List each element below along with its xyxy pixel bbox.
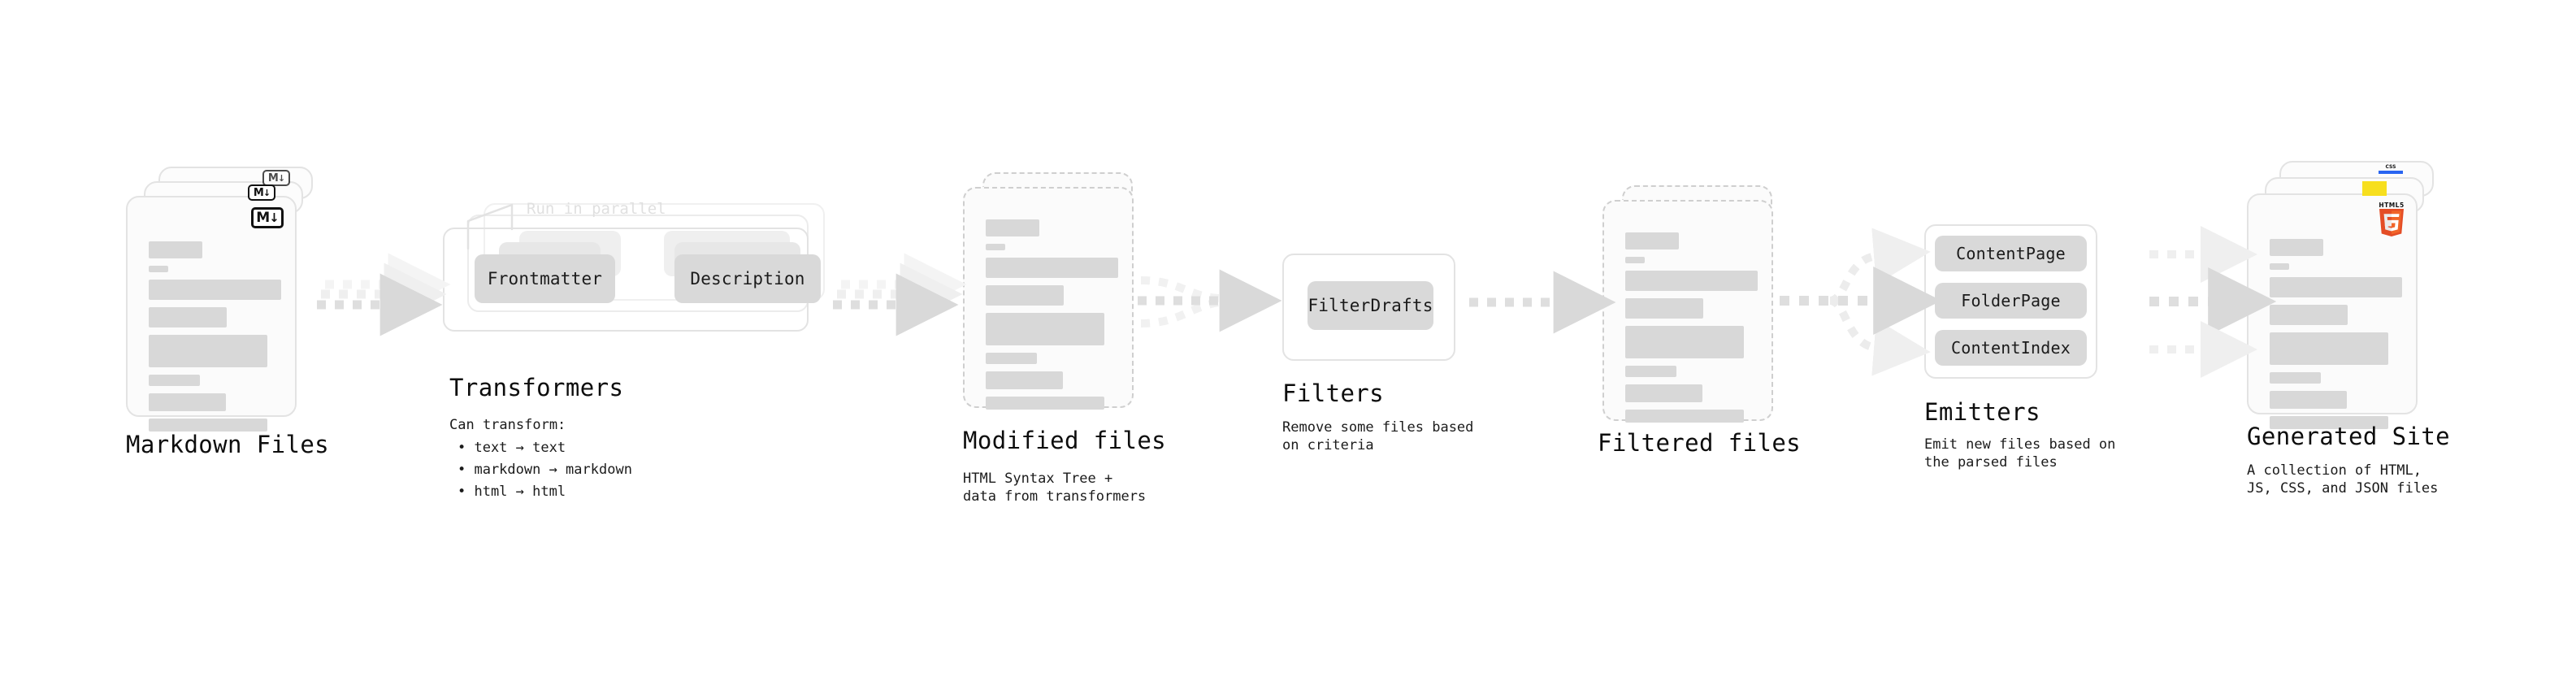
document-placeholder-lines [986,219,1118,410]
stage-title-emitters: Emitters [1924,398,2040,426]
emitter-box-folderpage[interactable]: FolderPage [1935,283,2087,319]
connector-transformers-to-modified [833,253,967,336]
transformer-bullet-0: • text → text [458,440,566,456]
document-card-front: HTML5 [2247,193,2418,429]
stage-subtitle-transformers: Can transform: [449,417,566,433]
stage-title-transformers: Transformers [449,374,624,401]
stage-title-modified-files: Modified files [963,427,1167,454]
emitter-box-contentindex[interactable]: ContentIndex [1935,330,2087,366]
stage-subtitle-emitters: Emit new files based on the parsed files [1924,436,2116,471]
stage-modified-files [963,172,1142,416]
markdown-badge-back-2: M↓ [262,170,290,186]
stage-subtitle-filters: Remove some files based on criteria [1282,419,1474,453]
transformer-box-description[interactable]: Description [674,254,821,303]
css-icon: CSS [2379,164,2403,176]
html5-icon-label: HTML5 [2379,202,2405,209]
css-icon-bar [2379,171,2403,174]
html5-icon: HTML5 [2378,202,2405,236]
connector-emitters-to-site [2149,226,2277,378]
document-placeholder-lines [149,241,281,432]
transformer-bullet-2: • html → html [458,484,566,500]
document-placeholder-lines [2270,239,2402,429]
stage-title-markdown-files: Markdown Files [126,431,330,458]
stage-title-filters: Filters [1282,380,1385,407]
css-icon-label: CSS [2385,164,2396,170]
markdown-badge: M↓ [251,207,284,228]
stage-transformers: x x x x Frontmatter Description [443,203,825,366]
html5-shield-icon [2379,209,2405,236]
stage-subtitle-modified-files: HTML Syntax Tree + data from transformer… [963,471,1147,505]
transformer-group-back-2 [484,203,825,301]
document-card-front [1602,200,1773,423]
filter-box-filterdrafts[interactable]: FilterDrafts [1308,281,1433,330]
js-icon [2362,181,2387,196]
markdown-badge-back-1: M↓ [248,184,275,201]
transformer-box-frontmatter[interactable]: Frontmatter [475,254,615,303]
stage-title-filtered-files: Filtered files [1598,429,1802,457]
stage-emitters: ContentPage FolderPage ContentIndex [1924,224,2099,383]
filter-group-box [1282,254,1455,361]
stage-filters: FilterDrafts [1282,254,1457,363]
connector-filtered-to-emitters [1780,228,1942,376]
stage-title-generated-site: Generated Site [2247,423,2451,450]
connector-md-to-transformers [317,253,451,336]
emitter-box-contentpage[interactable]: ContentPage [1935,236,2087,271]
transformer-bullet-1: • markdown → markdown [458,462,632,478]
document-card-front [963,187,1134,410]
document-placeholder-lines [1625,232,1758,423]
stage-filtered-files [1602,185,1781,429]
document-card-front: M↓ [126,196,297,432]
stage-markdown-files: M↓ M↓ M↓ [126,167,313,432]
stage-generated-site: HTML5 CSS [2247,161,2434,429]
annotation-run-in-parallel: Run in parallel [527,200,666,218]
connector-modified-to-filters [1138,269,1282,332]
stage-subtitle-generated-site: A collection of HTML, JS, CSS, and JSON … [2247,462,2439,497]
